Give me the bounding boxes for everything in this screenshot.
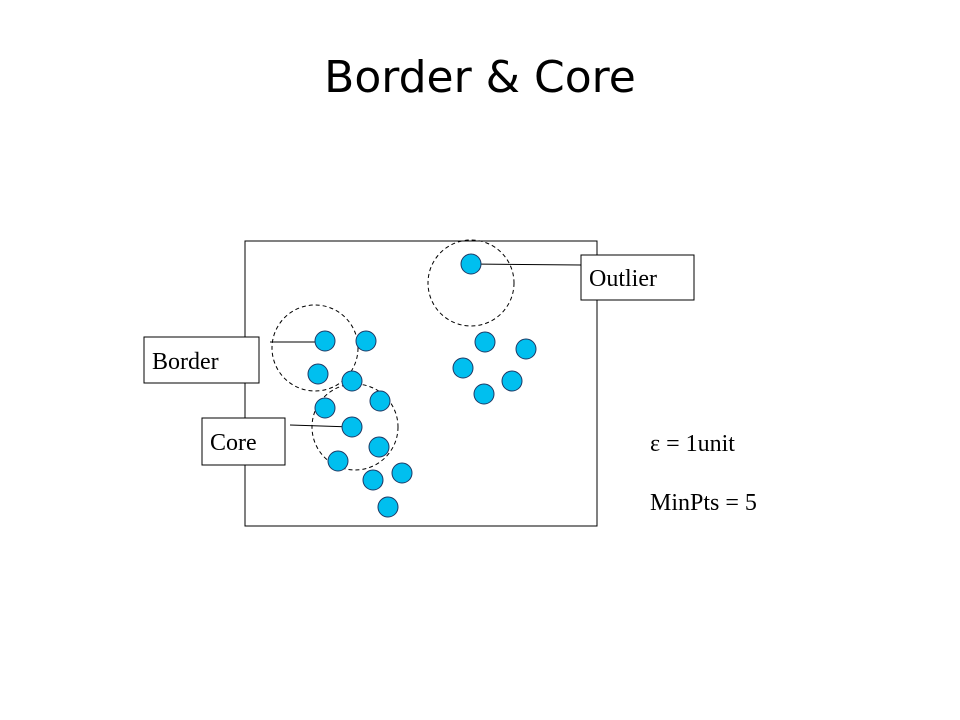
slide-title: Border & Core — [324, 52, 636, 103]
epsilon-parameter: ε = 1unit — [650, 431, 735, 457]
data-space-box — [244, 240, 598, 527]
border-label-box — [143, 336, 260, 384]
border-label: Border — [143, 336, 260, 384]
data-point — [368, 436, 390, 458]
data-point — [355, 330, 377, 352]
core-neighborhood — [311, 383, 399, 471]
data-point — [314, 397, 336, 419]
data-point — [501, 370, 523, 392]
data-point — [391, 462, 413, 484]
data-point — [327, 450, 349, 472]
data-point — [377, 496, 399, 518]
core-label-box — [201, 417, 286, 466]
data-point — [362, 469, 384, 491]
minpts-parameter: MinPts = 5 — [650, 490, 757, 516]
data-point — [341, 370, 363, 392]
data-point — [473, 383, 495, 405]
border-label-text: Border — [152, 349, 219, 375]
data-point — [460, 253, 482, 275]
outlier-label-text: Outlier — [589, 266, 657, 292]
data-point — [452, 357, 474, 379]
border-neighborhood — [271, 304, 359, 392]
outlier-leader-line — [470, 263, 582, 266]
data-point — [307, 363, 329, 385]
data-point — [369, 390, 391, 412]
data-points — [307, 253, 537, 518]
outlier-label-box — [580, 254, 695, 301]
outlier-label: Outlier — [580, 254, 695, 301]
data-point — [341, 416, 363, 438]
data-point — [474, 331, 496, 353]
core-label-text: Core — [210, 430, 257, 456]
data-point — [314, 330, 336, 352]
core-label: Core — [201, 417, 286, 466]
outlier-neighborhood — [427, 239, 515, 327]
data-point — [515, 338, 537, 360]
